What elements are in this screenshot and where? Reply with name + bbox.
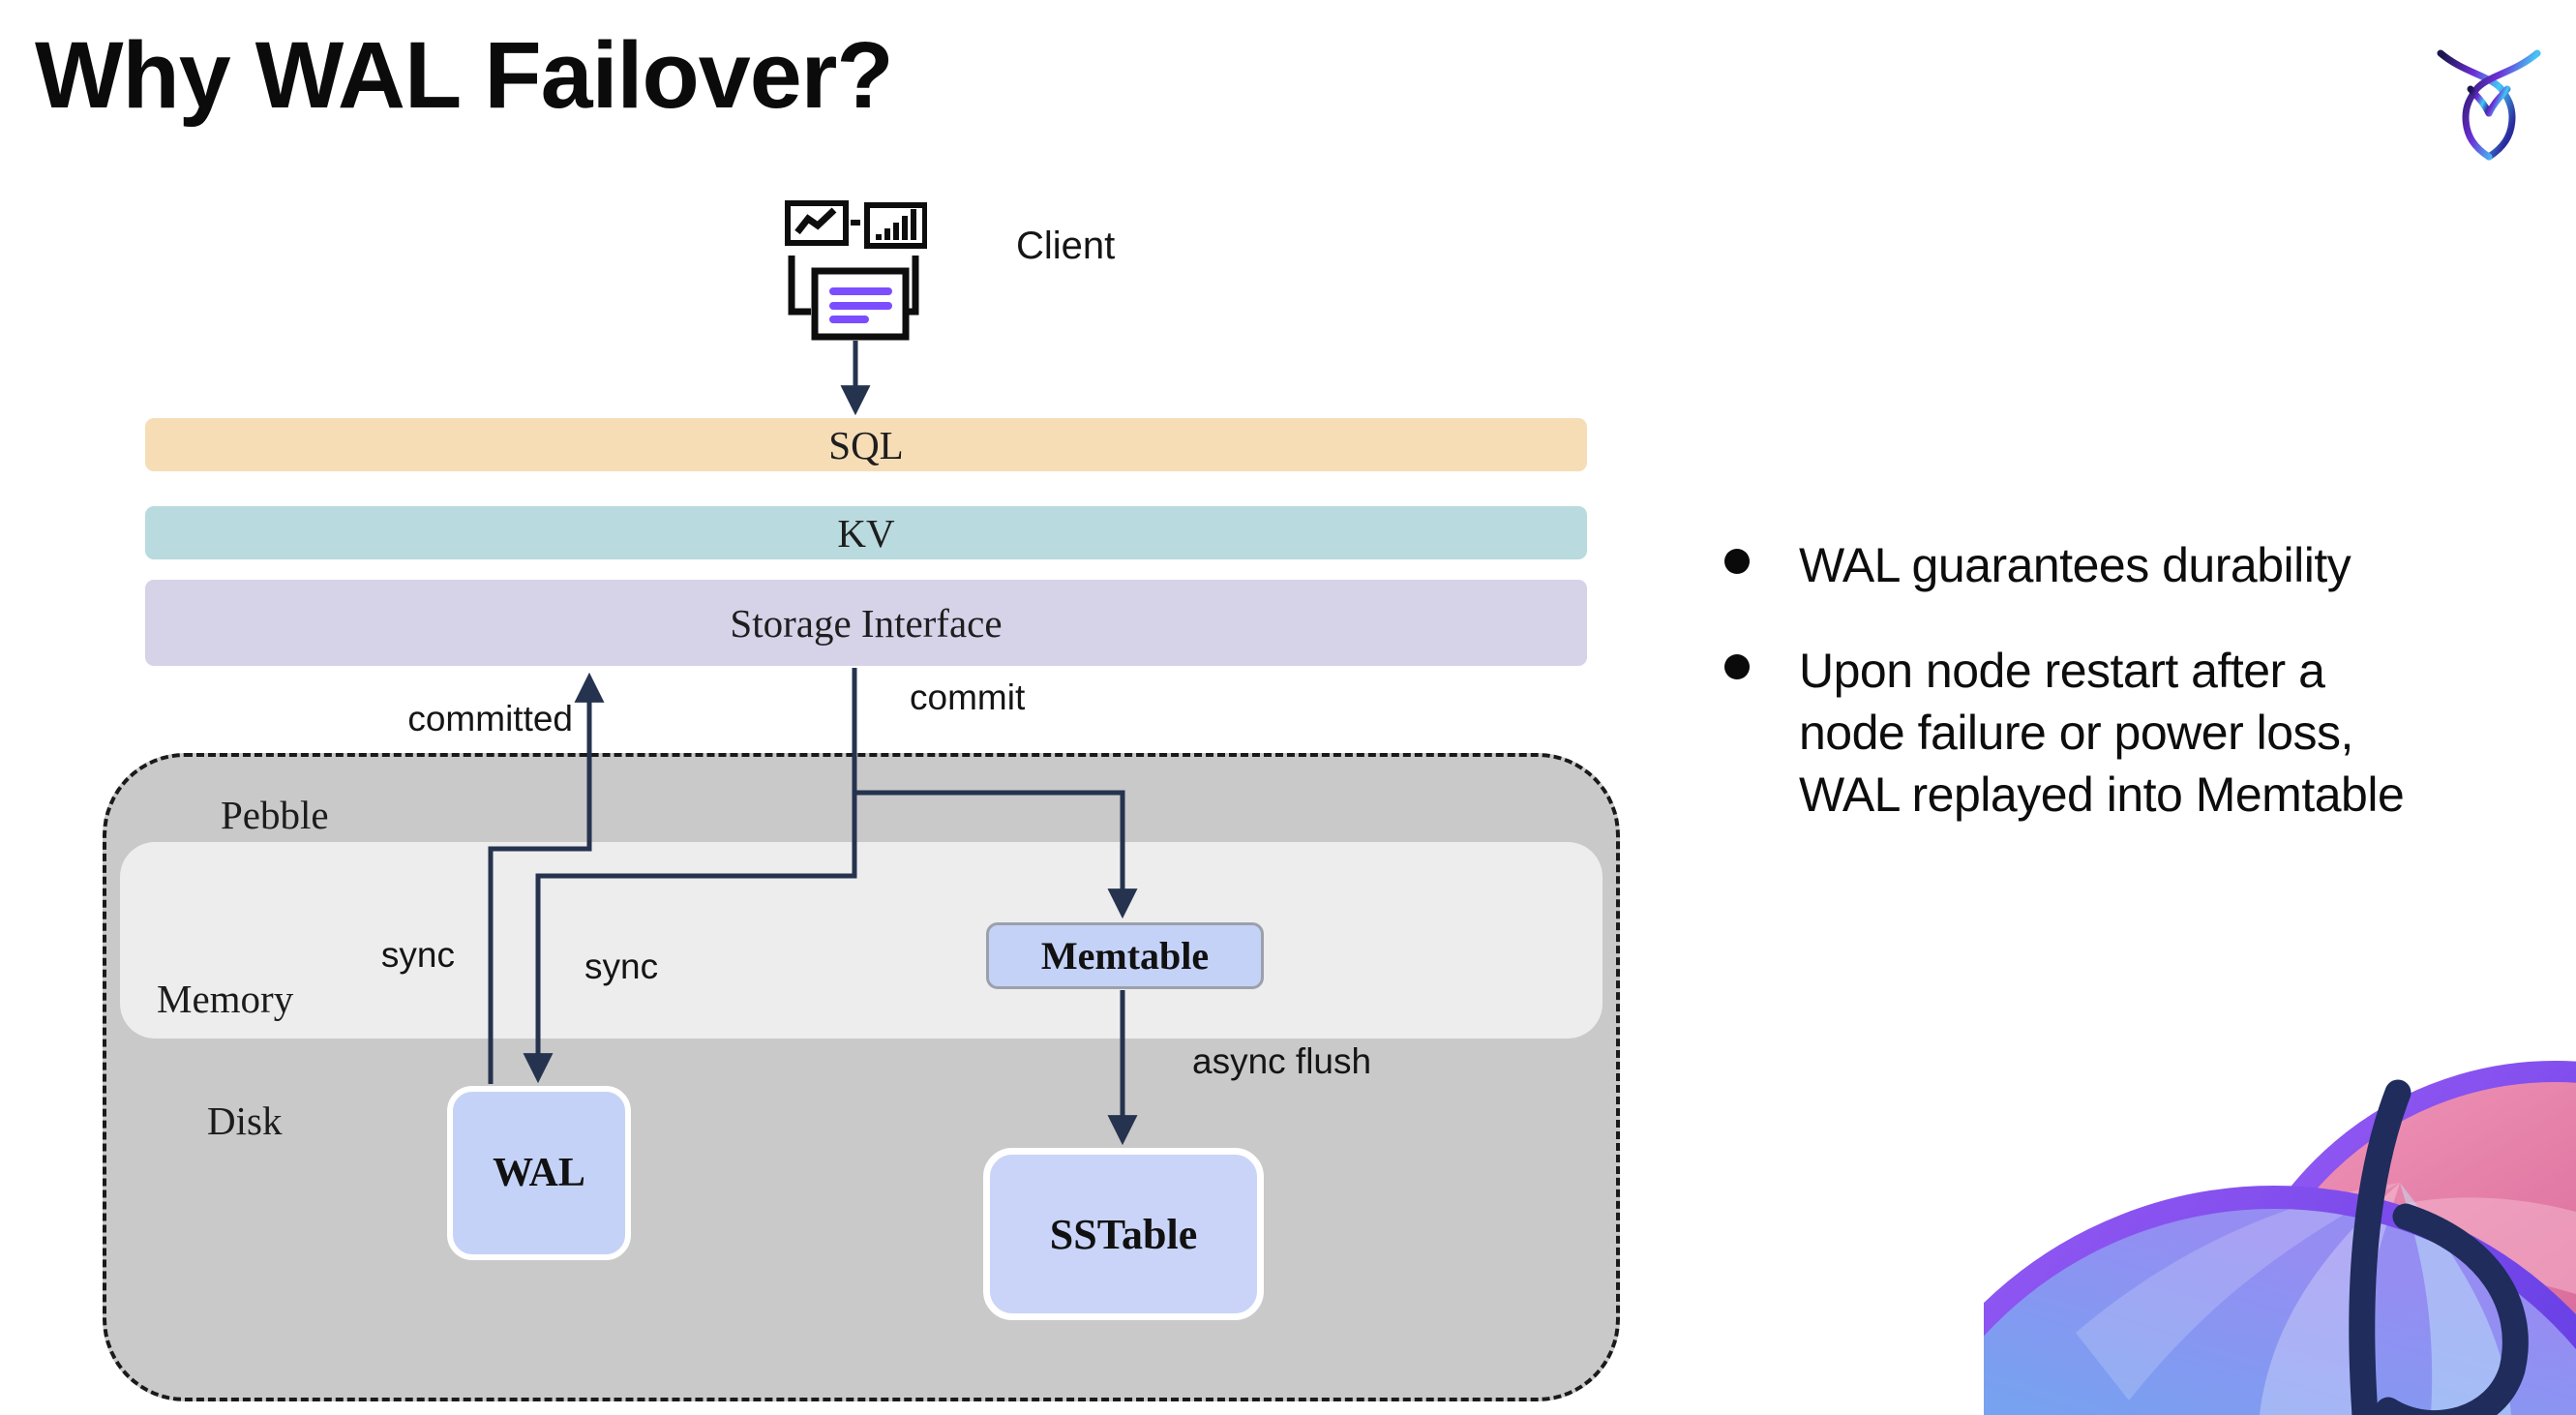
cockroachdb-logo-icon [2431,37,2547,166]
layer-sql-label: SQL [828,422,904,467]
layer-storage-interface-label: Storage Interface [730,600,1003,646]
sstable-label: SSTable [1049,1210,1198,1258]
layer-kv: KV [145,506,1587,559]
memtable-label: Memtable [1040,934,1210,978]
edge-label-commit: commit [910,677,1026,717]
bullet-item: WAL guarantees durability [1703,534,2555,596]
edge-label-committed: committed [407,699,573,738]
memory-label: Memory [157,977,294,1021]
bullet-line: node failure or power loss, [1799,706,2353,760]
pebble-label: Pebble [221,793,329,837]
bullet-list: WAL guarantees durability Upon node rest… [1703,534,2555,826]
disk-label: Disk [207,1099,283,1143]
bullet-line: Upon node restart after a [1799,644,2325,698]
edge-label-async-flush: async flush [1192,1041,1372,1081]
client-label: Client [1016,225,1116,267]
sstable-node: SSTable [983,1148,1264,1320]
memtable-node: Memtable [986,922,1264,989]
edge-label-sync-right: sync [584,947,659,986]
brand-art [1984,984,2576,1415]
layer-storage-interface: Storage Interface [145,580,1587,666]
bullet-line: WAL replayed into Memtable [1799,768,2405,822]
document-icon [788,256,919,341]
client-devices-icon [780,196,927,341]
layer-kv-label: KV [837,510,895,556]
bar-chart-icon [864,202,927,249]
wal-label: WAL [493,1151,585,1195]
bullet-dot [1724,549,1750,574]
layer-sql: SQL [145,418,1587,471]
wal-node: WAL [447,1086,631,1260]
line-chart-icon [785,200,849,246]
bullet-line: WAL guarantees durability [1799,538,2351,592]
edge-label-sync-left: sync [380,935,455,975]
bullet-dot [1724,654,1750,679]
bullet-item: Upon node restart after a node failure o… [1703,640,2555,826]
page-title: Why WAL Failover? [35,22,894,128]
